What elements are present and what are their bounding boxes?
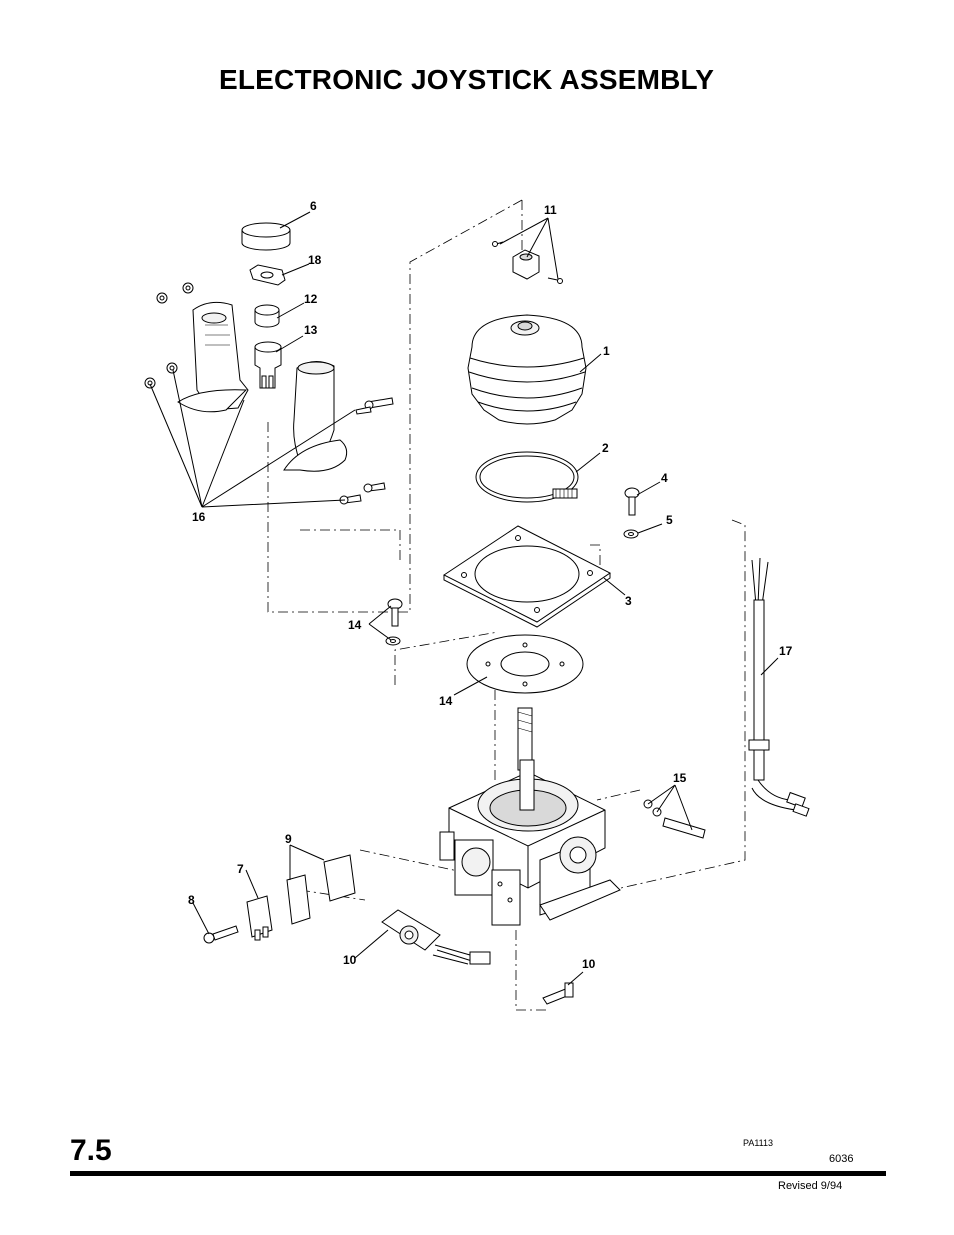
footer-rule <box>70 1171 886 1176</box>
microswitch-part <box>246 895 273 941</box>
plate-part <box>249 264 286 286</box>
potentiometer-part <box>381 909 491 965</box>
pin-set-part <box>643 799 706 839</box>
callout-9: 9 <box>285 832 292 846</box>
pushbutton-switch-part <box>254 341 282 389</box>
hex-nuts-part <box>144 282 194 389</box>
switch-screw-part <box>203 925 239 944</box>
page-code: 6036 <box>829 1153 854 1165</box>
callout-1: 1 <box>603 344 610 358</box>
switch-bracket-part <box>286 854 356 925</box>
callout-labels: 6 18 12 13 11 1 2 4 5 3 16 14 14 17 15 9… <box>188 199 793 971</box>
callout-4: 4 <box>661 471 668 485</box>
callout-14-screw: 14 <box>348 618 362 632</box>
housing-bolt-part <box>542 982 574 1005</box>
handle-half-right-part <box>283 361 348 472</box>
figure-code: PA1113 <box>743 1138 774 1148</box>
screw-washer-part <box>623 487 640 539</box>
rubber-boot-part <box>467 314 587 425</box>
page-title: ELECTRONIC JOYSTICK ASSEMBLY <box>219 64 715 95</box>
callout-12: 12 <box>304 292 318 306</box>
callout-11: 11 <box>544 203 557 217</box>
clamp-part <box>492 241 563 284</box>
callout-15: 15 <box>673 771 687 785</box>
callout-2: 2 <box>602 441 609 455</box>
button-cap-part <box>254 304 280 328</box>
callout-10-bolt: 10 <box>582 957 596 971</box>
callout-14-gasket: 14 <box>439 694 453 708</box>
joystick-housing-part <box>439 707 621 926</box>
band-clamp-part <box>475 451 579 503</box>
handle-half-left-part <box>177 301 249 413</box>
gasket-part <box>466 634 584 694</box>
callout-5: 5 <box>666 513 673 527</box>
callout-7: 7 <box>237 862 244 876</box>
callout-17: 17 <box>779 644 793 658</box>
leader-lines <box>149 211 779 986</box>
mounting-plate-part <box>443 525 611 628</box>
callout-18: 18 <box>308 253 322 267</box>
callout-6: 6 <box>310 199 317 213</box>
construction-lines <box>267 199 746 1011</box>
cable-harness-part <box>748 557 810 817</box>
revision-date: Revised 9/94 <box>778 1180 843 1192</box>
callout-16: 16 <box>192 510 206 524</box>
callout-8: 8 <box>188 893 195 907</box>
section-number: 7.5 <box>70 1134 112 1167</box>
callout-3: 3 <box>625 594 632 608</box>
callout-13: 13 <box>304 323 318 337</box>
knob-cap-part <box>241 222 291 251</box>
callout-10-pot: 10 <box>343 953 357 967</box>
